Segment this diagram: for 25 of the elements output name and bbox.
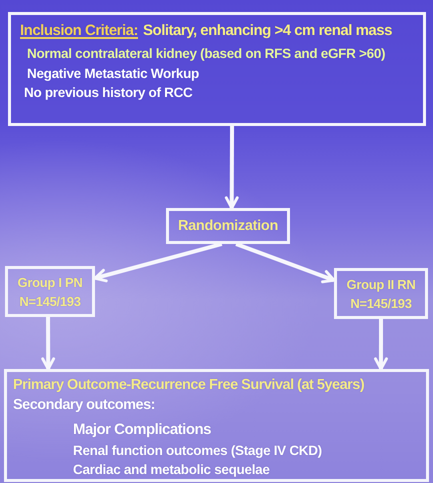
criteria-heading: Inclusion Criteria: bbox=[20, 21, 138, 40]
arrow bbox=[224, 126, 239, 210]
group-name: Group II RN bbox=[346, 276, 416, 294]
group-count: N=145/193 bbox=[350, 294, 412, 312]
group-count: N=145/193 bbox=[19, 292, 81, 310]
group-box bbox=[5, 266, 95, 317]
outcome-text: Renal function outcomes (Stage IV CKD) bbox=[73, 442, 323, 460]
process-box bbox=[166, 208, 290, 244]
group-name: Group I PN bbox=[18, 274, 82, 292]
arrow bbox=[235, 242, 336, 284]
outcomes-box bbox=[4, 369, 429, 482]
outcome-text: Cardiac and metabolic sequelae bbox=[73, 461, 271, 479]
group-box bbox=[334, 268, 428, 319]
arrow bbox=[94, 242, 222, 282]
criteria-text: Negative Metastatic Workup bbox=[27, 65, 200, 83]
criteria-box bbox=[8, 12, 426, 126]
outcome-heading: Secondary outcomes: bbox=[13, 396, 156, 415]
outcome-text: Primary Outcome-Recurrence Free Survival (at 5years) bbox=[13, 376, 366, 395]
arrow bbox=[41, 317, 56, 370]
criteria-text: Solitary, enhancing >4 cm renal mass bbox=[143, 21, 392, 40]
criteria-text: Normal contralateral kidney (based on RFS and eGFR >60) bbox=[27, 45, 386, 63]
outcome-text: Major Complications bbox=[73, 420, 212, 439]
criteria-text: No previous history of RCC bbox=[24, 84, 194, 102]
arrow bbox=[374, 319, 388, 370]
process-label: Randomization bbox=[178, 216, 278, 236]
